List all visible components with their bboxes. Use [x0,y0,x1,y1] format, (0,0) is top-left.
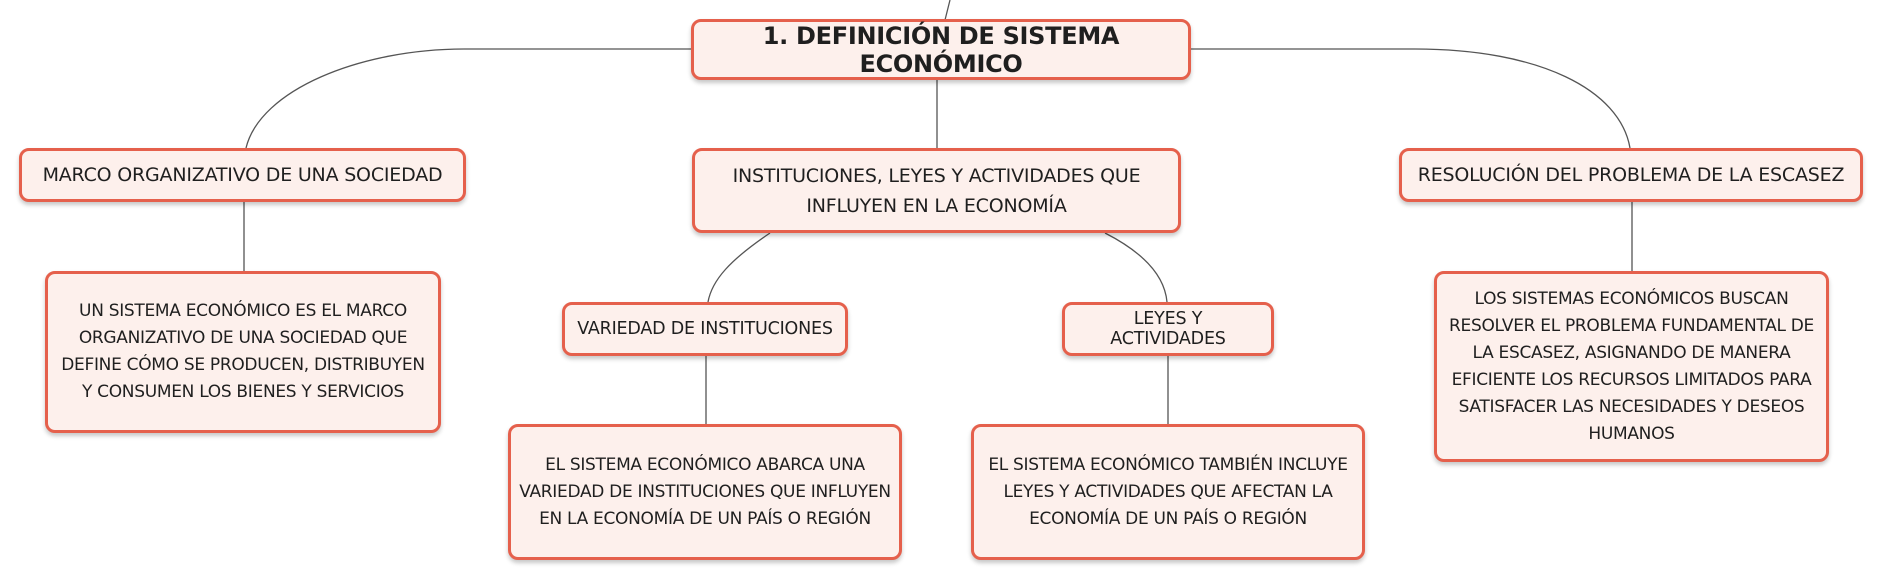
detail-resolucion-escasez-text: LOS SISTEMAS ECONÓMICOS BUSCAN RESOLVER … [1449,288,1814,444]
connector-root-left [245,48,692,149]
topic-instituciones-leyes-label: INSTITUCIONES, LEYES Y ACTIVIDADES QUE I… [732,164,1141,217]
detail-variedad-instituciones[interactable]: EL SISTEMA ECONÓMICO ABARCA UNA VARIEDAD… [508,424,902,560]
subtopic-leyes-actividades[interactable]: LEYES Y ACTIVIDADES [1062,302,1274,356]
subtopic-variedad-instituciones-label: VARIEDAD DE INSTITUCIONES [577,319,833,339]
detail-marco-organizativo-text: UN SISTEMA ECONÓMICO ES EL MARCO ORGANIZ… [61,301,425,402]
topic-instituciones-leyes[interactable]: INSTITUCIONES, LEYES Y ACTIVIDADES QUE I… [692,148,1181,233]
detail-variedad-instituciones-text: EL SISTEMA ECONÓMICO ABARCA UNA VARIEDAD… [519,454,891,529]
detail-resolucion-escasez[interactable]: LOS SISTEMAS ECONÓMICOS BUSCAN RESOLVER … [1434,271,1829,462]
detail-leyes-actividades[interactable]: EL SISTEMA ECONÓMICO TAMBIÉN INCLUYE LEY… [971,424,1365,560]
connector-center-laws [1104,232,1168,303]
connector-root-right [1190,48,1631,149]
topic-marco-organizativo-label: MARCO ORGANIZATIVO DE UNA SOCIEDAD [42,164,443,186]
topic-resolucion-escasez[interactable]: RESOLUCIÓN DEL PROBLEMA DE LA ESCASEZ [1399,148,1863,202]
connector-center-institutions [707,232,771,303]
topic-resolucion-escasez-label: RESOLUCIÓN DEL PROBLEMA DE LA ESCASEZ [1417,164,1845,186]
root-topic-label: 1. DEFINICIÓN DE SISTEMA ECONÓMICO [762,21,1120,78]
subtopic-leyes-actividades-label: LEYES Y ACTIVIDADES [1110,309,1226,349]
root-topic[interactable]: 1. DEFINICIÓN DE SISTEMA ECONÓMICO [691,19,1191,80]
subtopic-variedad-instituciones[interactable]: VARIEDAD DE INSTITUCIONES [562,302,848,356]
topic-marco-organizativo[interactable]: MARCO ORGANIZATIVO DE UNA SOCIEDAD [19,148,466,202]
detail-marco-organizativo[interactable]: UN SISTEMA ECONÓMICO ES EL MARCO ORGANIZ… [45,271,441,433]
connector-root-incoming [944,0,951,21]
detail-leyes-actividades-text: EL SISTEMA ECONÓMICO TAMBIÉN INCLUYE LEY… [988,454,1348,529]
